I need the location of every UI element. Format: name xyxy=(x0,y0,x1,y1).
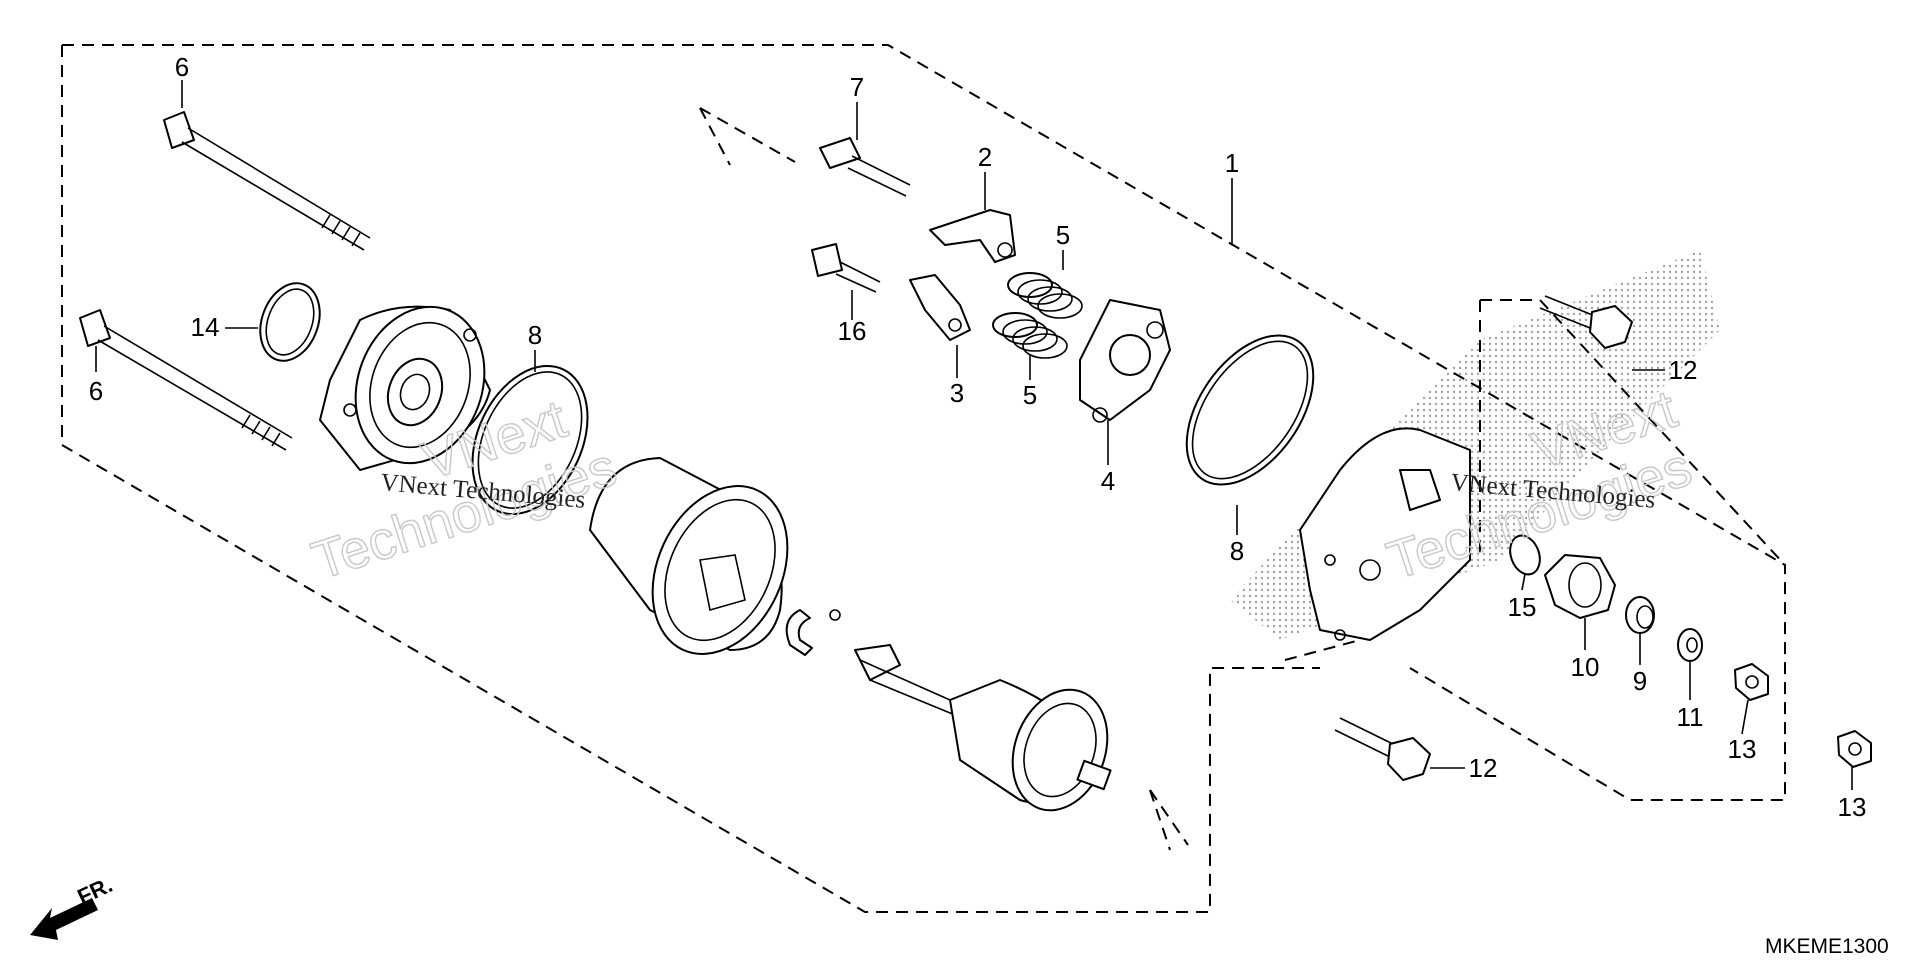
nut-13-a xyxy=(1734,663,1769,701)
assembly-outline xyxy=(61,44,1786,913)
callout-8-left: 8 xyxy=(528,320,542,350)
long-bolt-lower xyxy=(79,309,293,451)
bushing-9 xyxy=(1625,596,1655,634)
spring-lower xyxy=(992,312,1068,359)
spring-upper xyxy=(1007,272,1083,319)
washer-15 xyxy=(1509,534,1541,576)
diagram-code: MKEME1300 xyxy=(1765,935,1889,958)
armature xyxy=(854,644,1112,812)
callout-12-upper: 12 xyxy=(1669,355,1698,385)
callout-6-lower: 6 xyxy=(89,376,103,406)
motor-case xyxy=(589,457,789,655)
callout-13-a: 13 xyxy=(1728,734,1757,764)
terminal-bolt xyxy=(819,137,911,197)
bolt-12-upper xyxy=(1539,295,1633,349)
callout-2: 2 xyxy=(978,142,992,172)
bolt-16 xyxy=(811,243,881,293)
clip xyxy=(785,609,841,656)
brush-2 xyxy=(929,209,1016,263)
callout-5-upper: 5 xyxy=(1056,220,1070,250)
front-arrow-icon xyxy=(30,898,98,940)
callout-8-right: 8 xyxy=(1230,536,1244,566)
gear-10 xyxy=(1544,554,1616,619)
callout-6-upper: 6 xyxy=(175,52,189,82)
leader-lines xyxy=(95,80,1853,790)
callout-16: 16 xyxy=(838,316,867,346)
o-ring-small xyxy=(259,282,321,362)
front-cover xyxy=(319,305,491,471)
callout-4: 4 xyxy=(1101,466,1115,496)
callout-9: 9 xyxy=(1633,666,1647,696)
o-ring-left xyxy=(471,364,589,516)
callout-13-b: 13 xyxy=(1838,792,1867,822)
callout-11: 11 xyxy=(1677,702,1704,732)
callout-12-lower: 12 xyxy=(1469,753,1498,783)
long-bolt-upper xyxy=(163,111,371,251)
callout-14: 14 xyxy=(191,312,220,342)
callout-7: 7 xyxy=(850,72,864,102)
o-ring-right xyxy=(1185,334,1315,486)
callout-15: 15 xyxy=(1508,592,1537,622)
brush-holder xyxy=(1079,299,1171,423)
bolt-12-lower xyxy=(1334,717,1431,781)
brush-3 xyxy=(909,274,971,341)
callout-5-lower: 5 xyxy=(1023,380,1037,410)
nut-13-b xyxy=(1837,730,1872,768)
callouts: 6 6 14 8 7 2 5 16 3 5 4 1 8 15 10 9 11 1… xyxy=(89,52,1867,822)
callout-3: 3 xyxy=(950,378,964,408)
rear-housing xyxy=(1299,427,1471,641)
callout-1: 1 xyxy=(1225,148,1239,178)
washer-11 xyxy=(1677,628,1703,662)
front-direction-indicator: FR. xyxy=(30,872,116,940)
callout-10: 10 xyxy=(1571,652,1600,682)
